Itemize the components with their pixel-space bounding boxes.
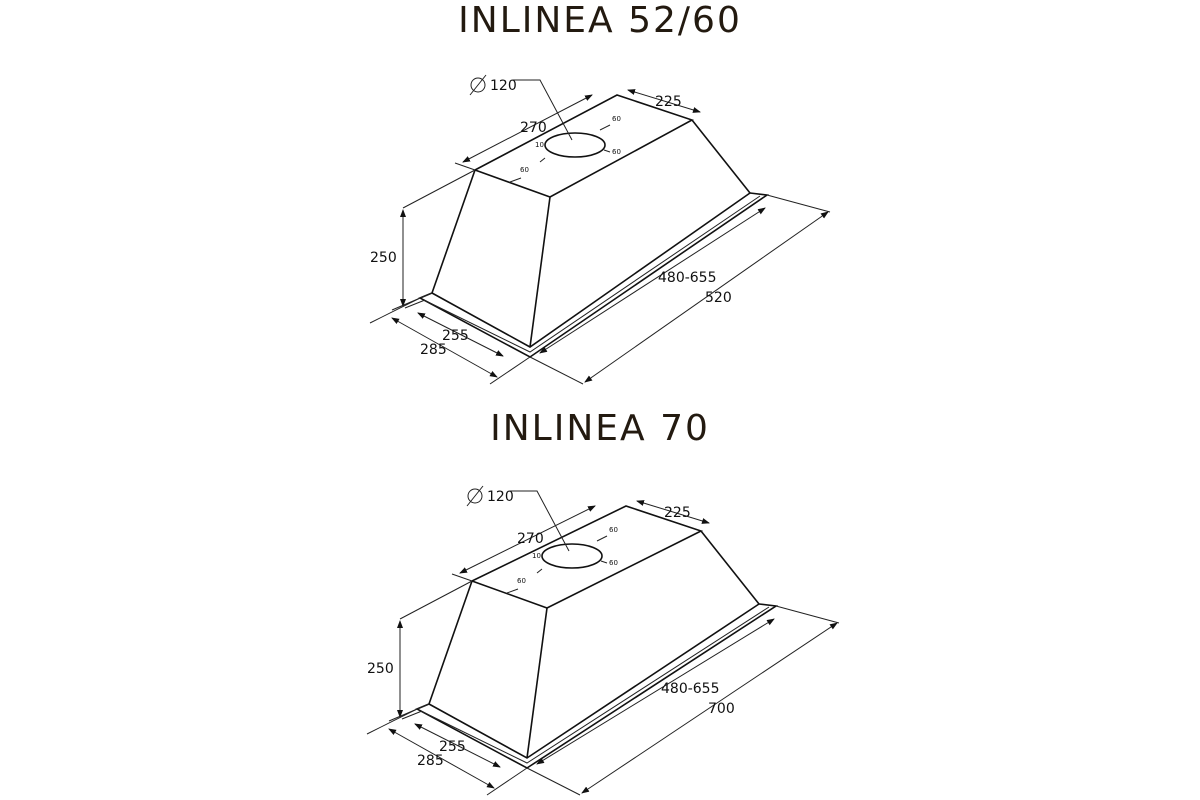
- width-dim-line: [584, 211, 829, 383]
- offset-label: 60: [520, 166, 529, 174]
- hood-top-face: [474, 94, 695, 198]
- width-extension: [775, 605, 840, 624]
- width-range-label: 480-655: [661, 681, 720, 697]
- ext: [489, 356, 531, 385]
- diameter-label: 120: [487, 489, 514, 505]
- width-extension: [529, 356, 584, 385]
- outer-depth-dim-line: [388, 728, 495, 789]
- top-width-label: 225: [655, 94, 682, 110]
- top-depth-label: 270: [520, 120, 547, 136]
- width-range-dim-line: [536, 618, 775, 765]
- width-dim-line: [581, 622, 838, 794]
- outer-depth-label: 285: [420, 342, 447, 358]
- offset-label: 10: [532, 552, 541, 560]
- offset-arrow: [603, 149, 611, 153]
- duct-hole: [541, 543, 603, 569]
- offset-label: 10: [535, 141, 544, 149]
- offset-arrow: [506, 588, 519, 594]
- offset-arrow: [536, 568, 543, 574]
- width-range-label: 480-655: [658, 270, 717, 286]
- hood-left-edge: [428, 580, 473, 705]
- diameter-slash: [469, 74, 487, 96]
- top-depth-label: 270: [517, 531, 544, 547]
- width-range-dim-line: [539, 207, 766, 354]
- hood-right-edge: [691, 119, 751, 194]
- outer-depth-dim-line: [391, 317, 498, 378]
- offset-label: 60: [609, 526, 618, 534]
- model-title-inlinea-70: INLINEA 70: [490, 408, 710, 449]
- width-label: 520: [705, 290, 732, 306]
- offset-arrow: [596, 535, 608, 542]
- offset-arrow: [539, 157, 546, 163]
- offset-label: 60: [517, 577, 526, 585]
- offset-label: 60: [609, 559, 618, 567]
- diameter-circle-symbol: [467, 488, 483, 504]
- diameter-label: 120: [490, 78, 517, 94]
- width-extension: [526, 767, 581, 796]
- hood-front-edge: [529, 196, 551, 348]
- hood-top-face: [471, 505, 704, 609]
- offset-arrow: [600, 560, 608, 564]
- top-depth-dim-line: [462, 94, 593, 163]
- ext: [454, 162, 476, 171]
- model-title-inlinea-52-60: INLINEA 52/60: [458, 0, 742, 41]
- diameter-slash: [466, 485, 484, 507]
- hood-right-edge: [700, 530, 760, 605]
- ext: [401, 710, 423, 720]
- ext: [369, 297, 421, 324]
- width-extension: [766, 194, 831, 213]
- ext: [486, 767, 528, 796]
- height-extension-line: [402, 169, 476, 209]
- top-width-dim-line: [636, 500, 710, 524]
- top-width-dim-line: [627, 89, 701, 113]
- width-label: 700: [708, 701, 735, 717]
- duct-hole: [544, 132, 606, 158]
- hood-front-edge: [526, 607, 548, 759]
- offset-arrow: [599, 124, 611, 131]
- height-extension-line: [399, 580, 473, 620]
- ext: [404, 299, 426, 309]
- outer-depth-label: 285: [417, 753, 444, 769]
- diameter-circle-symbol: [470, 77, 486, 93]
- offset-label: 60: [612, 148, 621, 156]
- height-label: 250: [370, 250, 397, 266]
- top-depth-dim-line: [459, 505, 596, 574]
- top-width-label: 225: [664, 505, 691, 521]
- offset-label: 60: [612, 115, 621, 123]
- offset-arrow: [509, 177, 522, 183]
- hood-left-edge: [431, 169, 476, 294]
- ext: [366, 708, 418, 735]
- ext: [451, 573, 473, 582]
- height-label: 250: [367, 661, 394, 677]
